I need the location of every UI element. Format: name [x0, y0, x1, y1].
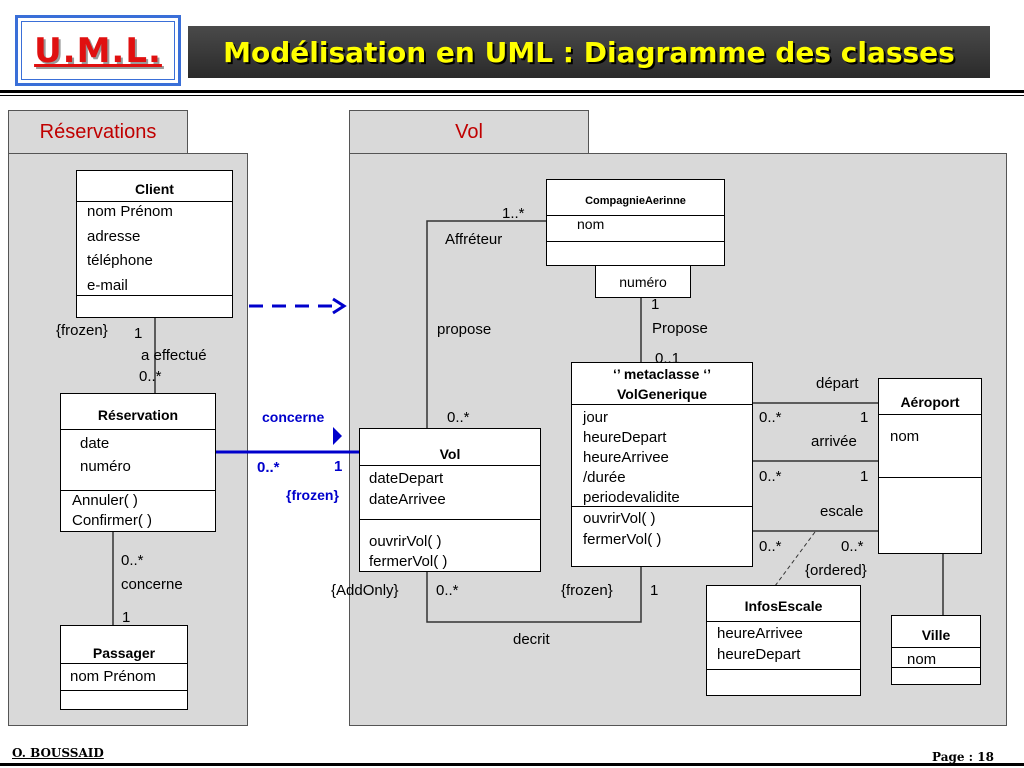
attribute: heureArrivee — [583, 449, 669, 466]
attribute: jour — [583, 409, 609, 426]
association-name: decrit — [513, 631, 550, 648]
multiplicity: 1 — [650, 582, 659, 599]
role-name: départ — [816, 375, 859, 392]
package-title-reservations: Réservations — [39, 120, 157, 143]
header-rule-thin — [0, 95, 1024, 96]
multiplicity: 0..* — [257, 459, 280, 476]
class-name: Aéroport — [900, 394, 960, 410]
multiplicity: 0..* — [139, 368, 162, 385]
association-name: concerne — [121, 576, 183, 593]
footer-author: O. BOUSSAID — [12, 746, 104, 760]
role-name: arrivée — [811, 433, 857, 450]
class-ville: Ville nom — [891, 615, 981, 685]
title-bar: Modélisation en UML : Diagramme des clas… — [188, 26, 990, 78]
assoc-vol-volgenerique — [426, 567, 642, 623]
class-volgenerique: ‘’ metaclasse ‘’ VolGenerique jour heure… — [571, 362, 753, 567]
class-infosescale: InfosEscale heureArrivee heureDepart — [706, 585, 861, 696]
class-vol: Vol dateDepart dateArrivee ouvrirVol( ) … — [359, 428, 541, 572]
attribute: nom Prénom — [87, 203, 173, 220]
attribute: nom — [577, 216, 605, 232]
class-name: Réservation — [97, 407, 179, 423]
multiplicity: 1 — [334, 458, 343, 475]
role-name: escale — [820, 503, 864, 520]
constraint-frozen: {frozen} — [56, 322, 108, 339]
dependency-arrowhead — [332, 297, 347, 315]
class-passager: Passager nom Prénom — [60, 625, 188, 710]
multiplicity: 0..* — [447, 409, 470, 426]
multiplicity: 0..* — [121, 552, 144, 569]
multiplicity: 1 — [134, 325, 143, 342]
qualifier-text: numéro — [619, 274, 667, 290]
attribute: e-mail — [87, 277, 128, 294]
class-name: Passager — [92, 645, 156, 661]
class-name: CompagnieAerinne — [585, 195, 686, 207]
multiplicity: 0..1 — [655, 350, 681, 367]
attribute: dateArrivee — [369, 491, 446, 508]
constraint-frozen: {frozen} — [286, 487, 339, 503]
association-name: propose — [437, 321, 492, 338]
multiplicity: 1 — [860, 409, 869, 426]
assoc-vol-compagnie — [426, 220, 546, 428]
class-name: Vol — [439, 446, 461, 462]
operation: ouvrirVol( ) — [369, 533, 442, 550]
package-title-vol: Vol — [455, 120, 483, 143]
class-name: InfosEscale — [744, 598, 823, 614]
multiplicity: 0..* — [759, 468, 782, 485]
attribute: dateDepart — [369, 470, 444, 487]
multiplicity: 0..* — [841, 538, 864, 555]
multiplicity: 0..* — [759, 409, 782, 426]
multiplicity: 0..* — [436, 582, 459, 599]
footer-rule — [0, 763, 1024, 766]
constraint-addonly: {AddOnly} — [331, 582, 399, 599]
constraint-frozen: {frozen} — [561, 582, 613, 599]
multiplicity: 0..* — [759, 538, 782, 555]
direction-triangle — [333, 427, 342, 445]
class-client: Client nom Prénom adresse téléphone e-ma… — [76, 170, 233, 318]
logo-text: U.M.L. — [34, 30, 162, 71]
class-name: VolGenerique — [617, 386, 707, 402]
attribute: téléphone — [87, 252, 153, 269]
multiplicity: 1 — [860, 468, 869, 485]
package-tab-vol: Vol — [349, 110, 589, 154]
attribute: heureDepart — [717, 646, 801, 663]
role-name: Affréteur — [445, 231, 503, 248]
class-name: Ville — [921, 627, 951, 643]
attribute: periodevalidite — [583, 489, 680, 506]
constraint-ordered: {ordered} — [805, 562, 867, 579]
logo: U.M.L. — [21, 21, 175, 80]
class-name: Client — [135, 181, 174, 197]
attribute: numéro — [80, 458, 131, 475]
attribute: /durée — [583, 469, 626, 486]
attribute: adresse — [87, 228, 141, 245]
class-compagnie-aerinne: CompagnieAerinne nom — [546, 179, 725, 266]
attribute: date — [80, 435, 110, 452]
attribute: heureDepart — [583, 429, 667, 446]
association-name: a effectué — [141, 347, 207, 364]
attribute: nom — [907, 651, 937, 668]
assoc-class-link — [774, 531, 816, 587]
header-rule — [0, 90, 1024, 93]
package-tab-reservations: Réservations — [8, 110, 188, 154]
attribute: heureArrivee — [717, 625, 803, 642]
footer-page-number: Page : 18 — [932, 750, 994, 764]
association-name: Propose — [652, 320, 708, 337]
attribute: nom Prénom — [70, 668, 156, 685]
operation: Confirmer( ) — [72, 512, 153, 529]
attribute: nom — [890, 428, 920, 445]
class-aeroport: Aéroport nom — [878, 378, 982, 554]
qualifier-numero: numéro — [595, 265, 691, 298]
class-reservation: Réservation date numéro Annuler( ) Confi… — [60, 393, 216, 532]
multiplicity: 1 — [651, 296, 660, 313]
operation: fermerVol( ) — [583, 531, 662, 548]
stereotype: ‘’ metaclasse ‘’ — [612, 366, 712, 382]
operation: ouvrirVol( ) — [583, 510, 656, 527]
page-title: Modélisation en UML : Diagramme des clas… — [223, 35, 955, 69]
multiplicity: 1 — [122, 609, 131, 626]
operation: fermerVol( ) — [369, 553, 448, 570]
association-name: concerne — [262, 409, 325, 425]
multiplicity: 1..* — [502, 205, 525, 222]
operation: Annuler( ) — [72, 492, 138, 509]
